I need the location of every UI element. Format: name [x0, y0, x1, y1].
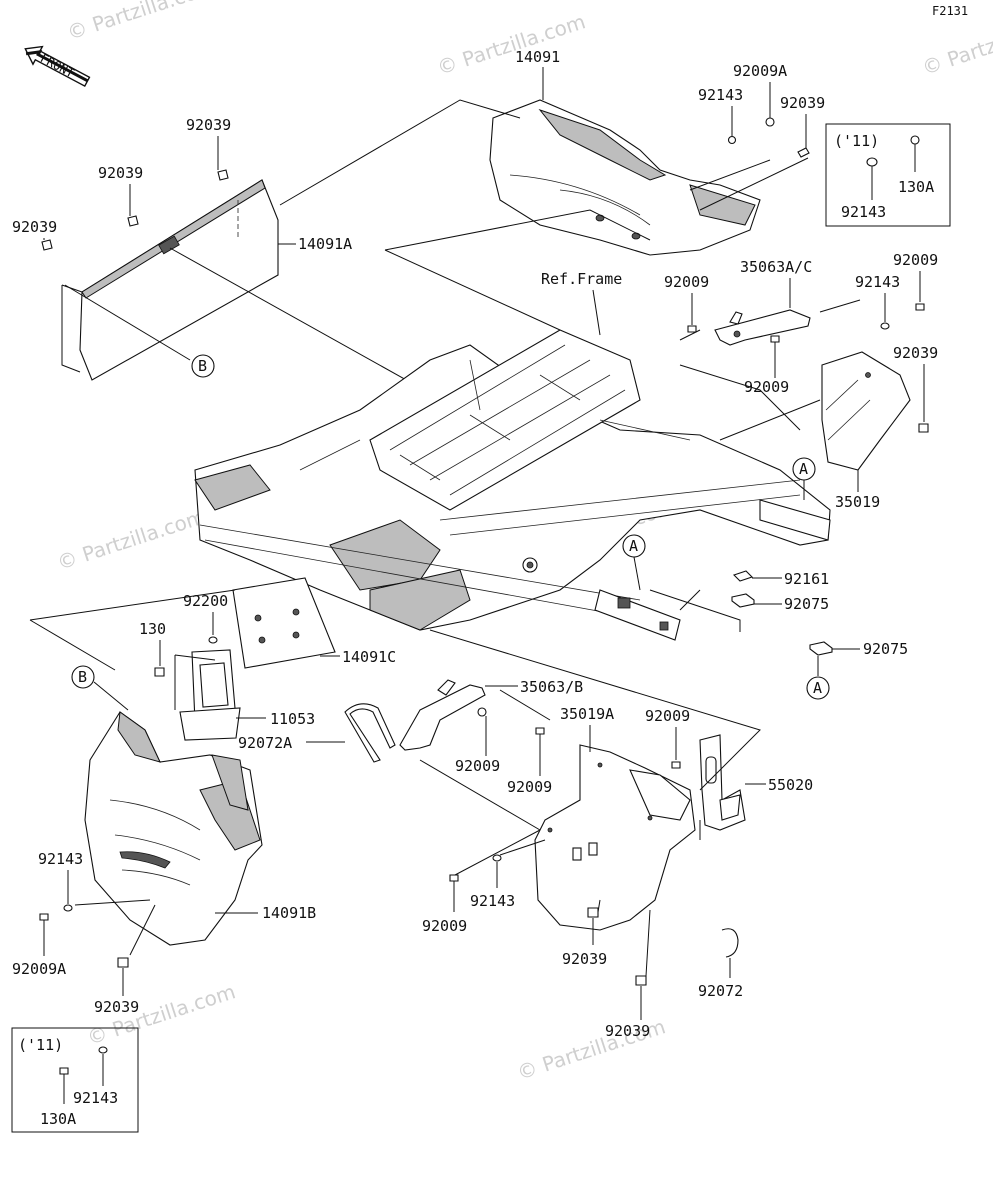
label-55020: 55020	[768, 776, 813, 794]
label-14091C: 14091C	[342, 648, 396, 666]
label-92039-mid: 92039	[562, 950, 607, 968]
label-92075-a: 92075	[784, 595, 829, 613]
label-92039-left: 92039	[94, 998, 139, 1016]
label-92009-g: 92009	[422, 917, 467, 935]
label-35019: 35019	[835, 493, 880, 511]
gasket-11053	[179, 649, 241, 741]
label-92200: 92200	[183, 592, 228, 610]
label-92039-top-right: 92039	[780, 94, 825, 112]
label-14091: 14091	[515, 48, 560, 66]
label-92161: 92161	[784, 570, 829, 588]
panel-14091A	[79, 179, 279, 381]
label-92009-e: 92009	[507, 778, 552, 796]
label-92009-f: 92009	[645, 707, 690, 725]
band-92072A	[344, 703, 396, 763]
label-92009-b: 92009	[744, 378, 789, 396]
cover-14091B	[84, 711, 263, 946]
label-14091B: 14091B	[262, 904, 316, 922]
front-label: FRONT	[38, 51, 76, 80]
frame-assembly	[194, 329, 831, 641]
label-92039-c: 92039	[12, 218, 57, 236]
bracket-35063B	[399, 679, 487, 751]
label-35063A-C: 35063A/C	[740, 258, 812, 276]
label-92143-mid: 92143	[470, 892, 515, 910]
bracket-35063AC	[714, 309, 811, 346]
label-11053: 11053	[270, 710, 315, 728]
label-92072: 92072	[698, 982, 743, 1000]
callout-b-bot-circle	[71, 665, 95, 689]
callout-a-main: A	[799, 460, 808, 478]
label-92039-right: 92039	[893, 344, 938, 362]
pads	[731, 570, 833, 656]
callout-b-top-circle	[191, 354, 215, 378]
label-92009A-left: 92009A	[12, 960, 66, 978]
label-92009A-top: 92009A	[733, 62, 787, 80]
mudguard-35019A	[534, 744, 696, 931]
front-arrow-icon: FRONT	[24, 45, 91, 88]
label-35063-B: 35063/B	[520, 678, 583, 696]
label-130: 130	[139, 620, 166, 638]
mudguard-35019	[821, 351, 911, 471]
label-92075-b: 92075	[863, 640, 908, 658]
watermark-7: © Partzilla.com	[919, 9, 993, 80]
watermark-1: © Partzilla.com	[64, 0, 218, 45]
watermark-2: © Partzilla.com	[434, 9, 588, 80]
cover-14091	[489, 99, 761, 256]
year-box-top-130A: 130A	[898, 178, 934, 196]
year-box-top: ('11) 130A 92143	[825, 123, 951, 227]
diagram-code: F2131	[932, 4, 968, 18]
label-14091A: 14091A	[298, 235, 352, 253]
bracket-55020	[699, 734, 746, 831]
bolt-icons-left	[41, 169, 229, 251]
watermark-3: © Partzilla.com	[54, 504, 208, 575]
label-92143-right: 92143	[855, 273, 900, 291]
label-92072A: 92072A	[238, 734, 292, 752]
label-92039-bottom: 92039	[605, 1022, 650, 1040]
year-box-bot-130A: 130A	[40, 1110, 76, 1128]
year-box-top-year: ('11)	[834, 132, 879, 150]
label-92143-left: 92143	[38, 850, 83, 868]
callout-a-bot: A	[813, 679, 822, 697]
bolt-icons-top	[727, 117, 810, 158]
label-92143-top: 92143	[698, 86, 743, 104]
year-box-bot-92143: 92143	[73, 1089, 118, 1107]
callout-a-bot-circle	[806, 676, 830, 700]
label-35019A: 35019A	[560, 705, 614, 723]
label-92039-a: 92039	[186, 116, 231, 134]
year-box-bottom: ('11) 92143 130A	[11, 1027, 139, 1133]
label-92009-c: 92009	[893, 251, 938, 269]
callout-b-top: B	[198, 357, 207, 375]
label-92009-a: 92009	[664, 273, 709, 291]
clip-92072	[721, 928, 739, 958]
year-box-bot-year: ('11)	[18, 1036, 63, 1054]
callout-a-mid: A	[629, 537, 638, 555]
year-box-top-92143: 92143	[841, 203, 886, 221]
callout-b-bot: B	[78, 668, 87, 686]
label-92039-b: 92039	[98, 164, 143, 182]
label-ref-frame: Ref.Frame	[541, 270, 622, 288]
label-92009-d: 92009	[455, 757, 500, 775]
plate-14091C	[232, 577, 336, 669]
